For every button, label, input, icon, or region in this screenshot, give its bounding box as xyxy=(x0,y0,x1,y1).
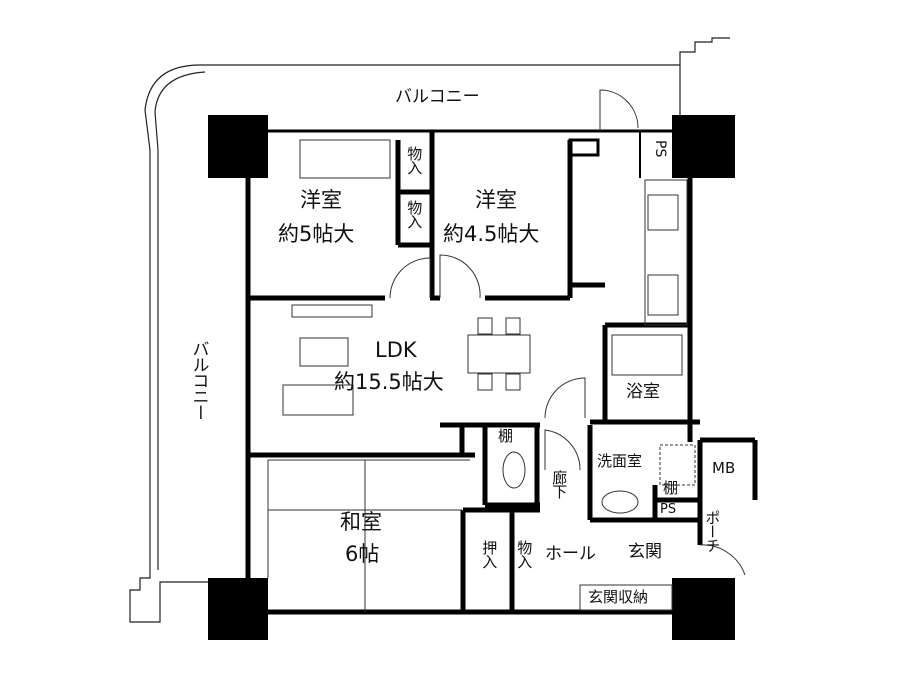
pillars xyxy=(208,115,735,640)
hall-label: ホール xyxy=(545,544,596,564)
closet-2-label: 物入 xyxy=(405,200,424,228)
ldk-size: 約15.5帖大 xyxy=(334,370,444,394)
walls xyxy=(245,129,758,615)
fixtures xyxy=(267,89,746,612)
mb-label: MB xyxy=(712,459,736,477)
closet-3-label: 物入 xyxy=(515,540,534,568)
washroom-label: 洗面室 xyxy=(597,452,643,470)
closet-1-label: 物入 xyxy=(405,146,424,174)
japanese-room-name: 和室 xyxy=(340,510,382,534)
japanese-room-size: 6帖 xyxy=(345,542,380,566)
corridor-label: 廊下 xyxy=(550,470,569,498)
western-room-1-name: 洋室 xyxy=(300,188,342,212)
bathroom-label: 浴室 xyxy=(626,382,660,402)
balcony-left-label: バルコニー xyxy=(188,340,209,420)
oshiire-label: 押入 xyxy=(480,540,499,568)
western-room-2-name: 洋室 xyxy=(475,188,517,212)
toilet-shelf-label: 棚 xyxy=(498,427,514,445)
porch-label: ポーチ xyxy=(703,510,722,552)
ldk-name: LDK xyxy=(375,338,417,362)
balcony-outline xyxy=(129,37,730,623)
ps-wash-label: PS xyxy=(660,502,677,517)
entrance-label: 玄関 xyxy=(628,542,662,562)
western-room-1-size: 約5帖大 xyxy=(278,222,355,246)
balcony-top-label: バルコニー xyxy=(395,87,480,107)
ps-top-label: PS xyxy=(652,140,669,158)
entrance-storage-label: 玄関収納 xyxy=(588,588,649,606)
western-room-2-size: 約4.5帖大 xyxy=(443,222,540,246)
wash-shelf-label: 棚 xyxy=(663,479,679,497)
